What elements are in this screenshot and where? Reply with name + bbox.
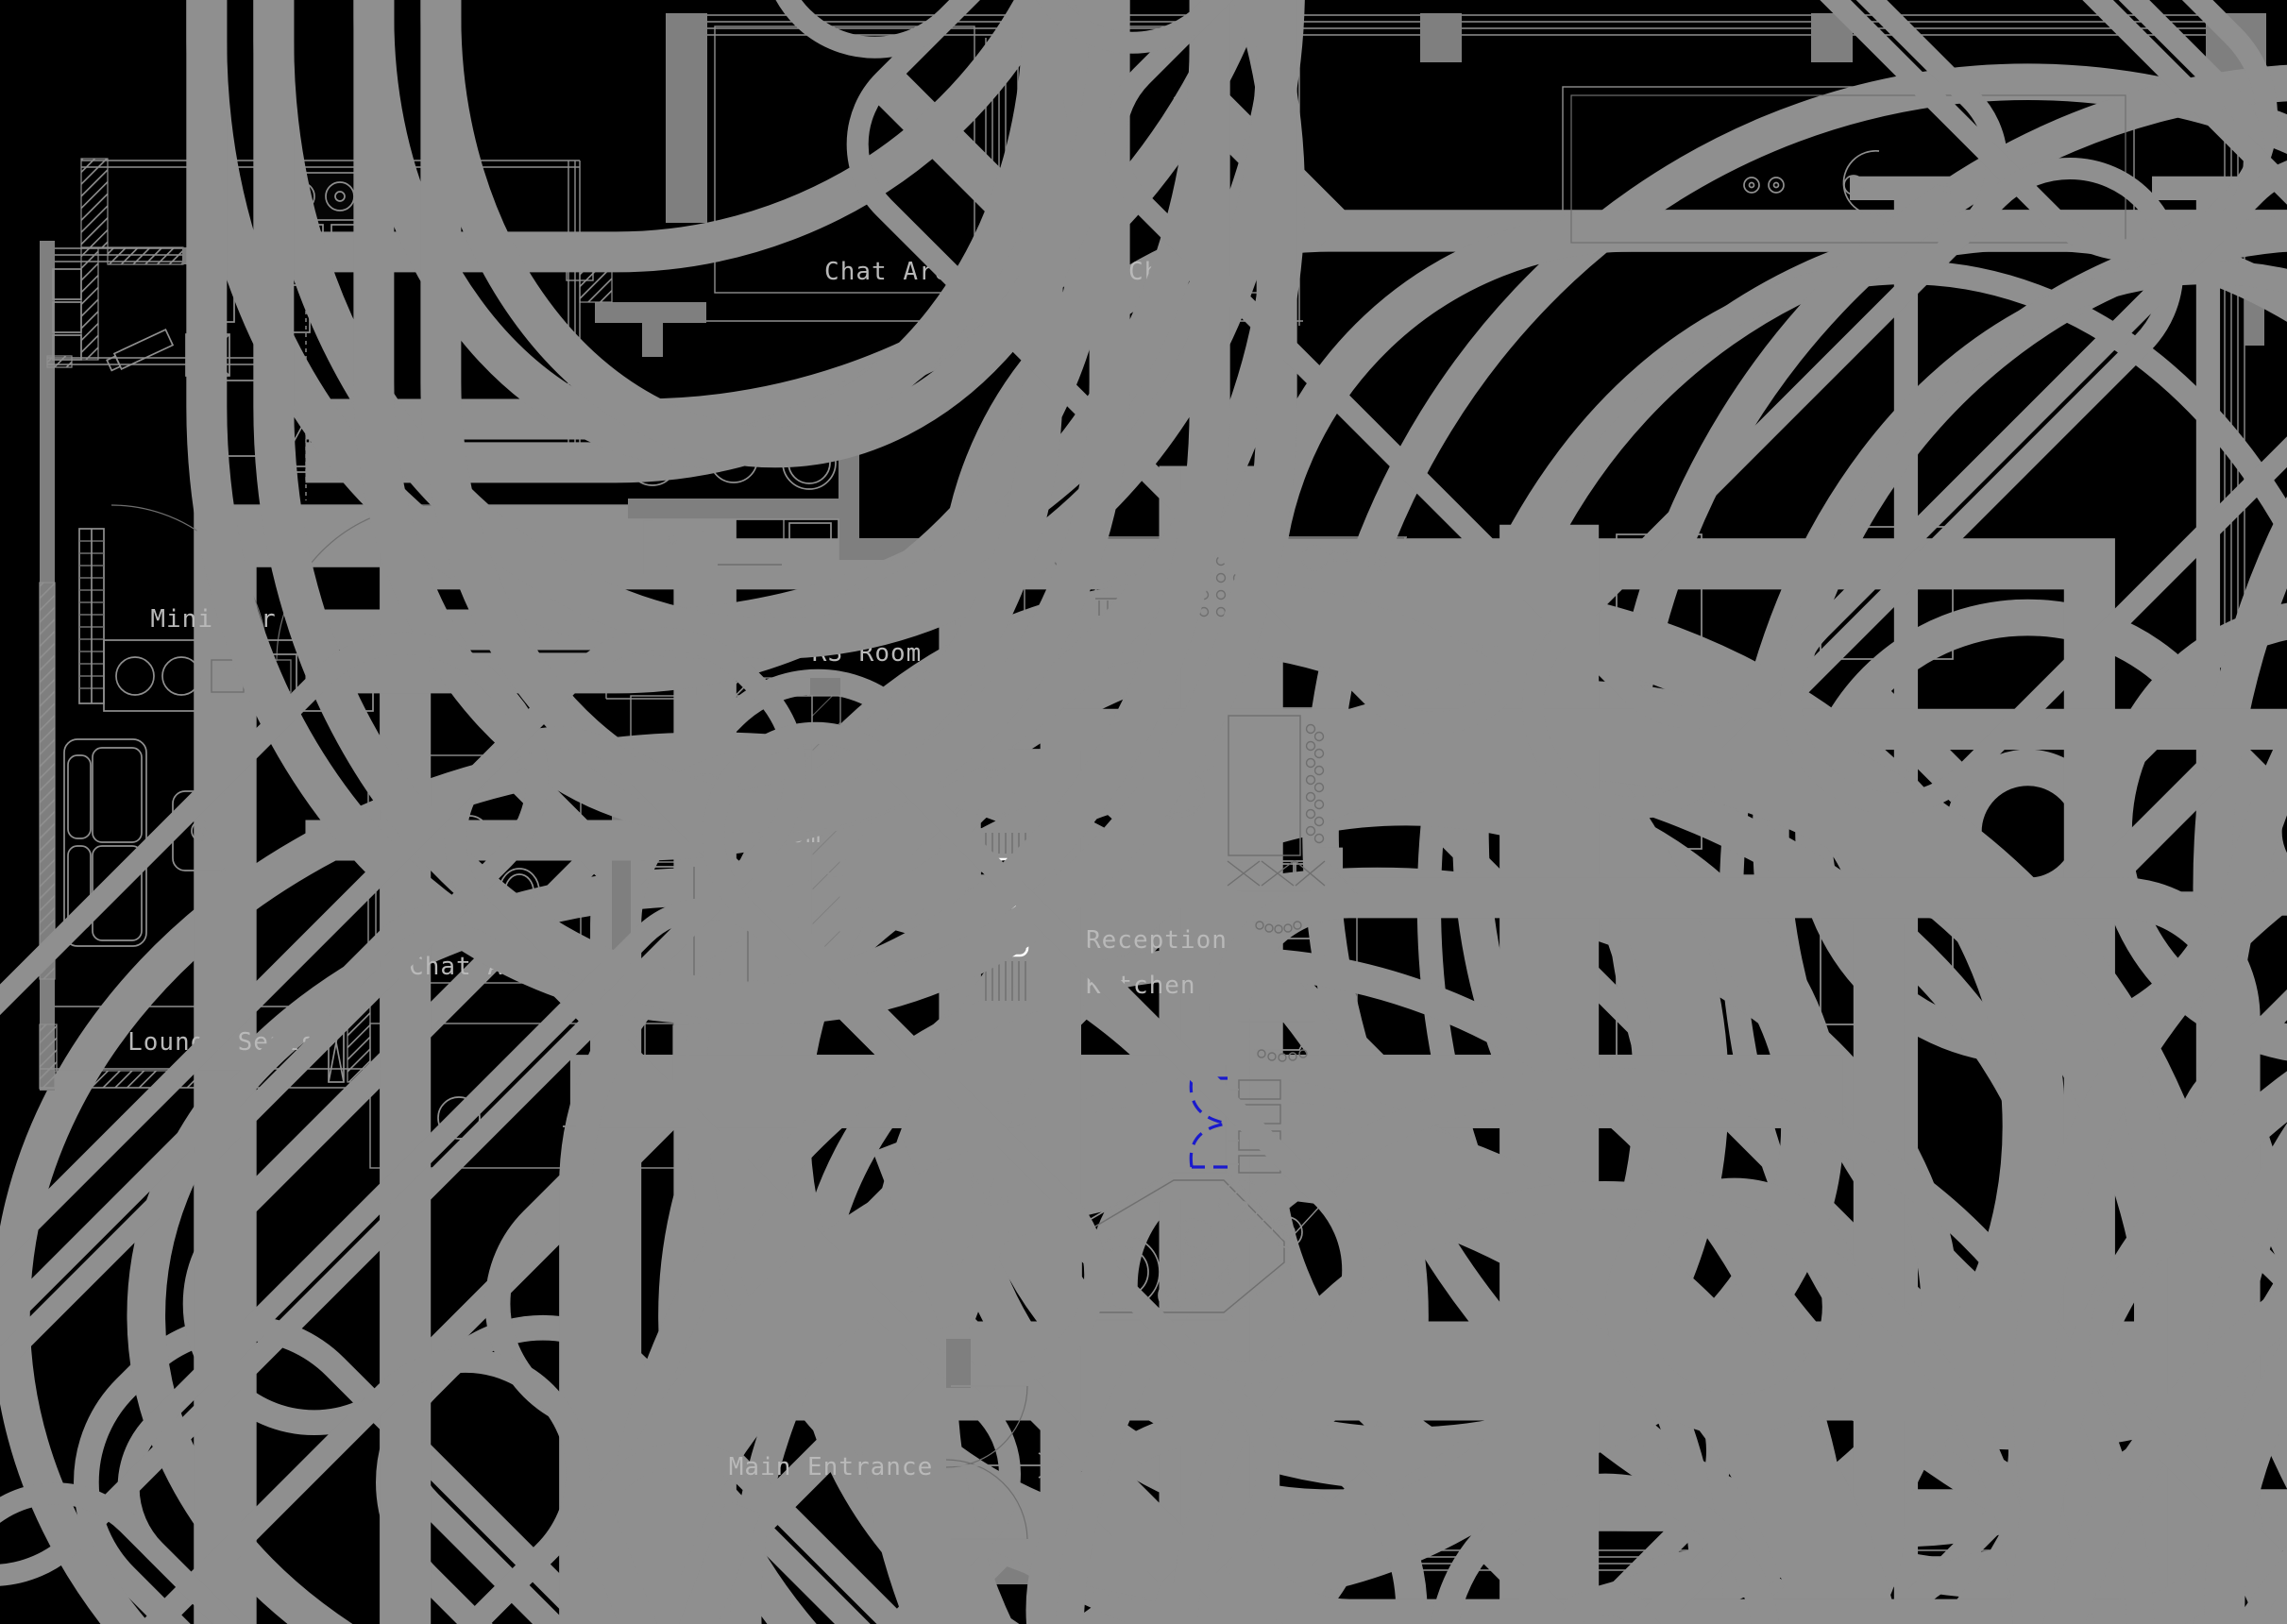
kitchen-counter [603,518,839,577]
wall-post [1420,13,1462,62]
wall-segment [642,323,663,357]
table-four-top [205,0,1954,660]
lower-left-room [0,1023,1754,1624]
table-two-top [304,0,2287,1624]
table-four-top [205,0,1954,1025]
wall-segment [595,302,706,323]
main-entrance-label: Main Entrance [729,1453,934,1481]
storage-blocks [1227,860,1326,887]
stool-icon [437,1096,481,1140]
conference-area [9,86,2287,1624]
cleaning-fixture-icon [106,329,175,372]
wok-station [1080,1172,1303,1321]
door-swing-arc [945,1459,1028,1540]
display-case-icon [1234,887,1313,939]
reception-kitchen-label-1: Reception [1086,926,1228,955]
sink-counter [1296,539,1401,626]
shelf-unit [1227,1075,1285,1174]
conference-table [1562,86,2135,252]
display-case-icon [1234,1017,1321,1066]
entrance-arrow-icon [930,1452,1065,1479]
shelf-ladder-icon [78,528,105,704]
main-entrance: Main Entrance [729,1339,1065,1540]
wall-post [666,13,707,223]
